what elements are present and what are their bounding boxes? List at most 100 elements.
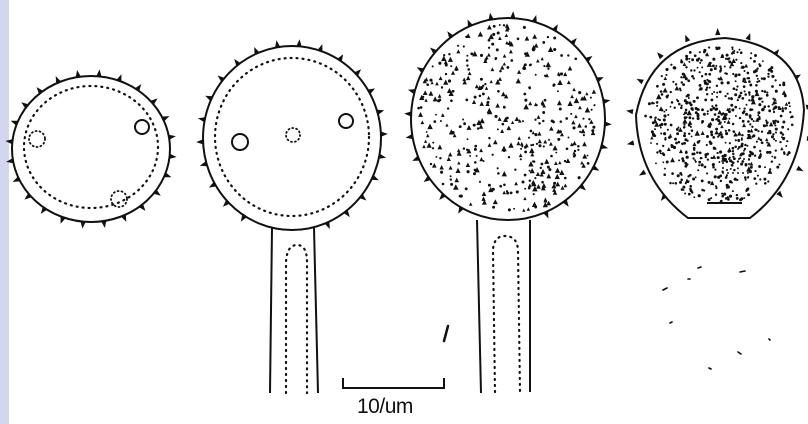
stipple-dot (503, 106, 506, 109)
stipple-dot (701, 75, 703, 77)
stipple-dot (570, 113, 572, 115)
stipple-dot (499, 185, 502, 188)
stipple-dot (723, 193, 726, 196)
stipple-dot (448, 79, 451, 82)
stipple-dot (566, 147, 569, 150)
stipple-dot (698, 194, 701, 197)
stipple-dot (758, 97, 761, 100)
stipple-dot (422, 96, 424, 98)
stipple-dot (731, 46, 733, 48)
stipple-dot (715, 187, 717, 189)
stipple-dot (491, 43, 494, 46)
spine (198, 117, 205, 122)
stipple-dot (698, 109, 700, 111)
stipple-dot (769, 132, 772, 135)
stipple-dot (492, 188, 495, 191)
stipple-dot (445, 73, 447, 75)
stipple-dot (715, 65, 717, 67)
stipple-dot (766, 94, 769, 97)
stipple-dot (524, 188, 526, 190)
stipple-dot (775, 140, 777, 142)
spine (169, 154, 176, 159)
stipple-dot (682, 83, 685, 86)
stipple-dot (432, 147, 434, 149)
stipple-dot (648, 102, 651, 105)
stipple-dot (695, 161, 697, 163)
stipple-dot (725, 113, 728, 116)
stipple-dot (774, 106, 777, 109)
stipple-dot (735, 80, 737, 82)
stipple-dot (673, 146, 676, 149)
stipple-dot (721, 195, 724, 198)
stipple-dot (514, 169, 516, 171)
stipple-dot (705, 73, 708, 76)
spine (796, 166, 803, 172)
stipple-dot (698, 164, 700, 166)
stipple-dot (567, 54, 569, 56)
stipple-dot (726, 169, 728, 171)
stipple-dot (688, 116, 691, 119)
stipple-dot (700, 157, 702, 159)
stipple-dot (553, 182, 556, 185)
stipple-dot (715, 104, 718, 107)
stipple-dot (734, 145, 737, 148)
stipple-dot (782, 121, 785, 124)
stipple-dot (762, 108, 765, 111)
stipple-dot (757, 175, 759, 177)
stipple-dot (724, 121, 726, 123)
stipple-dot (718, 161, 720, 163)
stipple-dot (718, 134, 720, 136)
stipple-dot (748, 154, 751, 157)
stipple-dot (777, 120, 780, 123)
stipple-dot (726, 54, 729, 57)
stipple-dot (740, 144, 743, 147)
stipple-dot (741, 152, 744, 155)
stipple-dot (761, 101, 763, 103)
spine (657, 52, 664, 59)
stalk-inner-wall (286, 245, 307, 393)
stipple-dot (522, 120, 524, 122)
stipple-dot (534, 133, 537, 136)
stipple-dot (532, 144, 534, 146)
stipple-dot (742, 112, 745, 115)
spine (196, 139, 203, 144)
stipple-dot (713, 91, 715, 93)
stipple-dot (780, 115, 783, 118)
stipple-dot (659, 150, 661, 152)
stipple-dot (707, 110, 709, 112)
stipple-dot (680, 60, 683, 63)
stipple-dot (737, 99, 739, 101)
stipple-dot (736, 194, 738, 196)
stipple-dot (739, 108, 741, 110)
stipple-dot (684, 132, 686, 134)
stipple-dot (744, 148, 746, 150)
stipple-dot (763, 178, 766, 181)
stipple-dot (697, 67, 699, 69)
stipple-dot (656, 105, 658, 107)
stipple-dot (503, 24, 505, 26)
stipple-dot (720, 133, 723, 136)
stipple-dot (523, 67, 526, 70)
stipple-dot (497, 90, 500, 93)
stipple-dot (480, 78, 483, 81)
scale-bar-line (343, 378, 444, 388)
stipple-dot (744, 176, 747, 179)
stipple-dot (680, 179, 683, 182)
stipple-dot (712, 164, 714, 166)
stipple-dot (784, 94, 787, 97)
stipple-dot (748, 99, 750, 101)
stipple-dot (705, 156, 707, 158)
stipple-dot (497, 172, 500, 175)
stipple-dot (740, 163, 743, 166)
stipple-dot (555, 152, 557, 154)
stipple-dot (755, 70, 757, 72)
stipple-dot (479, 95, 482, 98)
stipple-dot (743, 85, 746, 88)
stipple-dot (667, 129, 669, 131)
stipple-dot (758, 103, 761, 106)
stipple-dot (520, 148, 522, 150)
stipple-dot (711, 157, 713, 159)
stipple-dot (719, 65, 721, 67)
stipple-dot (727, 196, 730, 199)
stipple-dot (772, 133, 774, 135)
